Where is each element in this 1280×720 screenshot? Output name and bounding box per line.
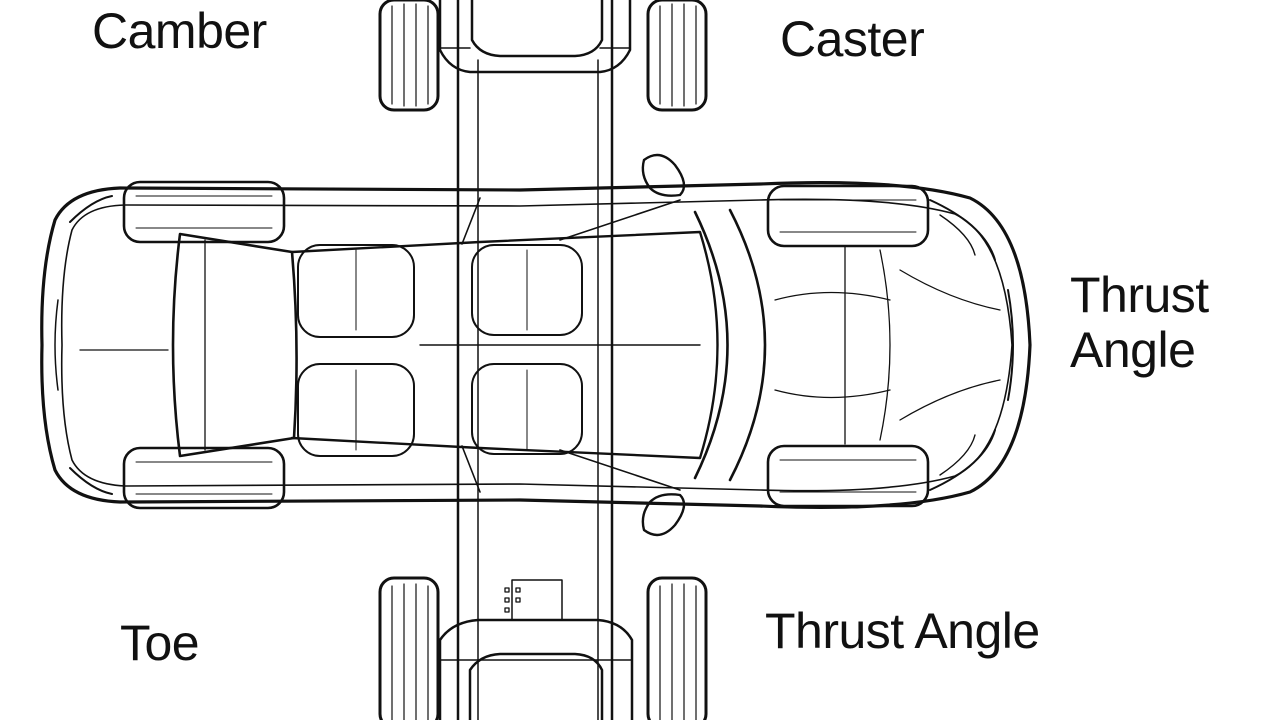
caster-label: Caster	[780, 11, 925, 67]
frame-wheels	[378, 0, 708, 720]
thrust-angle-label-bottom: Thrust Angle	[765, 603, 1040, 659]
toe-label: Toe	[120, 615, 200, 671]
chassis-frame	[438, 0, 634, 720]
car-body	[40, 153, 1032, 537]
thrust-angle-label-right: Thrust Angle	[1070, 268, 1209, 378]
thrust-angle-right-line1: Thrust	[1070, 267, 1209, 323]
thrust-angle-right-line2: Angle	[1070, 322, 1196, 378]
camber-label: Camber	[92, 3, 267, 59]
